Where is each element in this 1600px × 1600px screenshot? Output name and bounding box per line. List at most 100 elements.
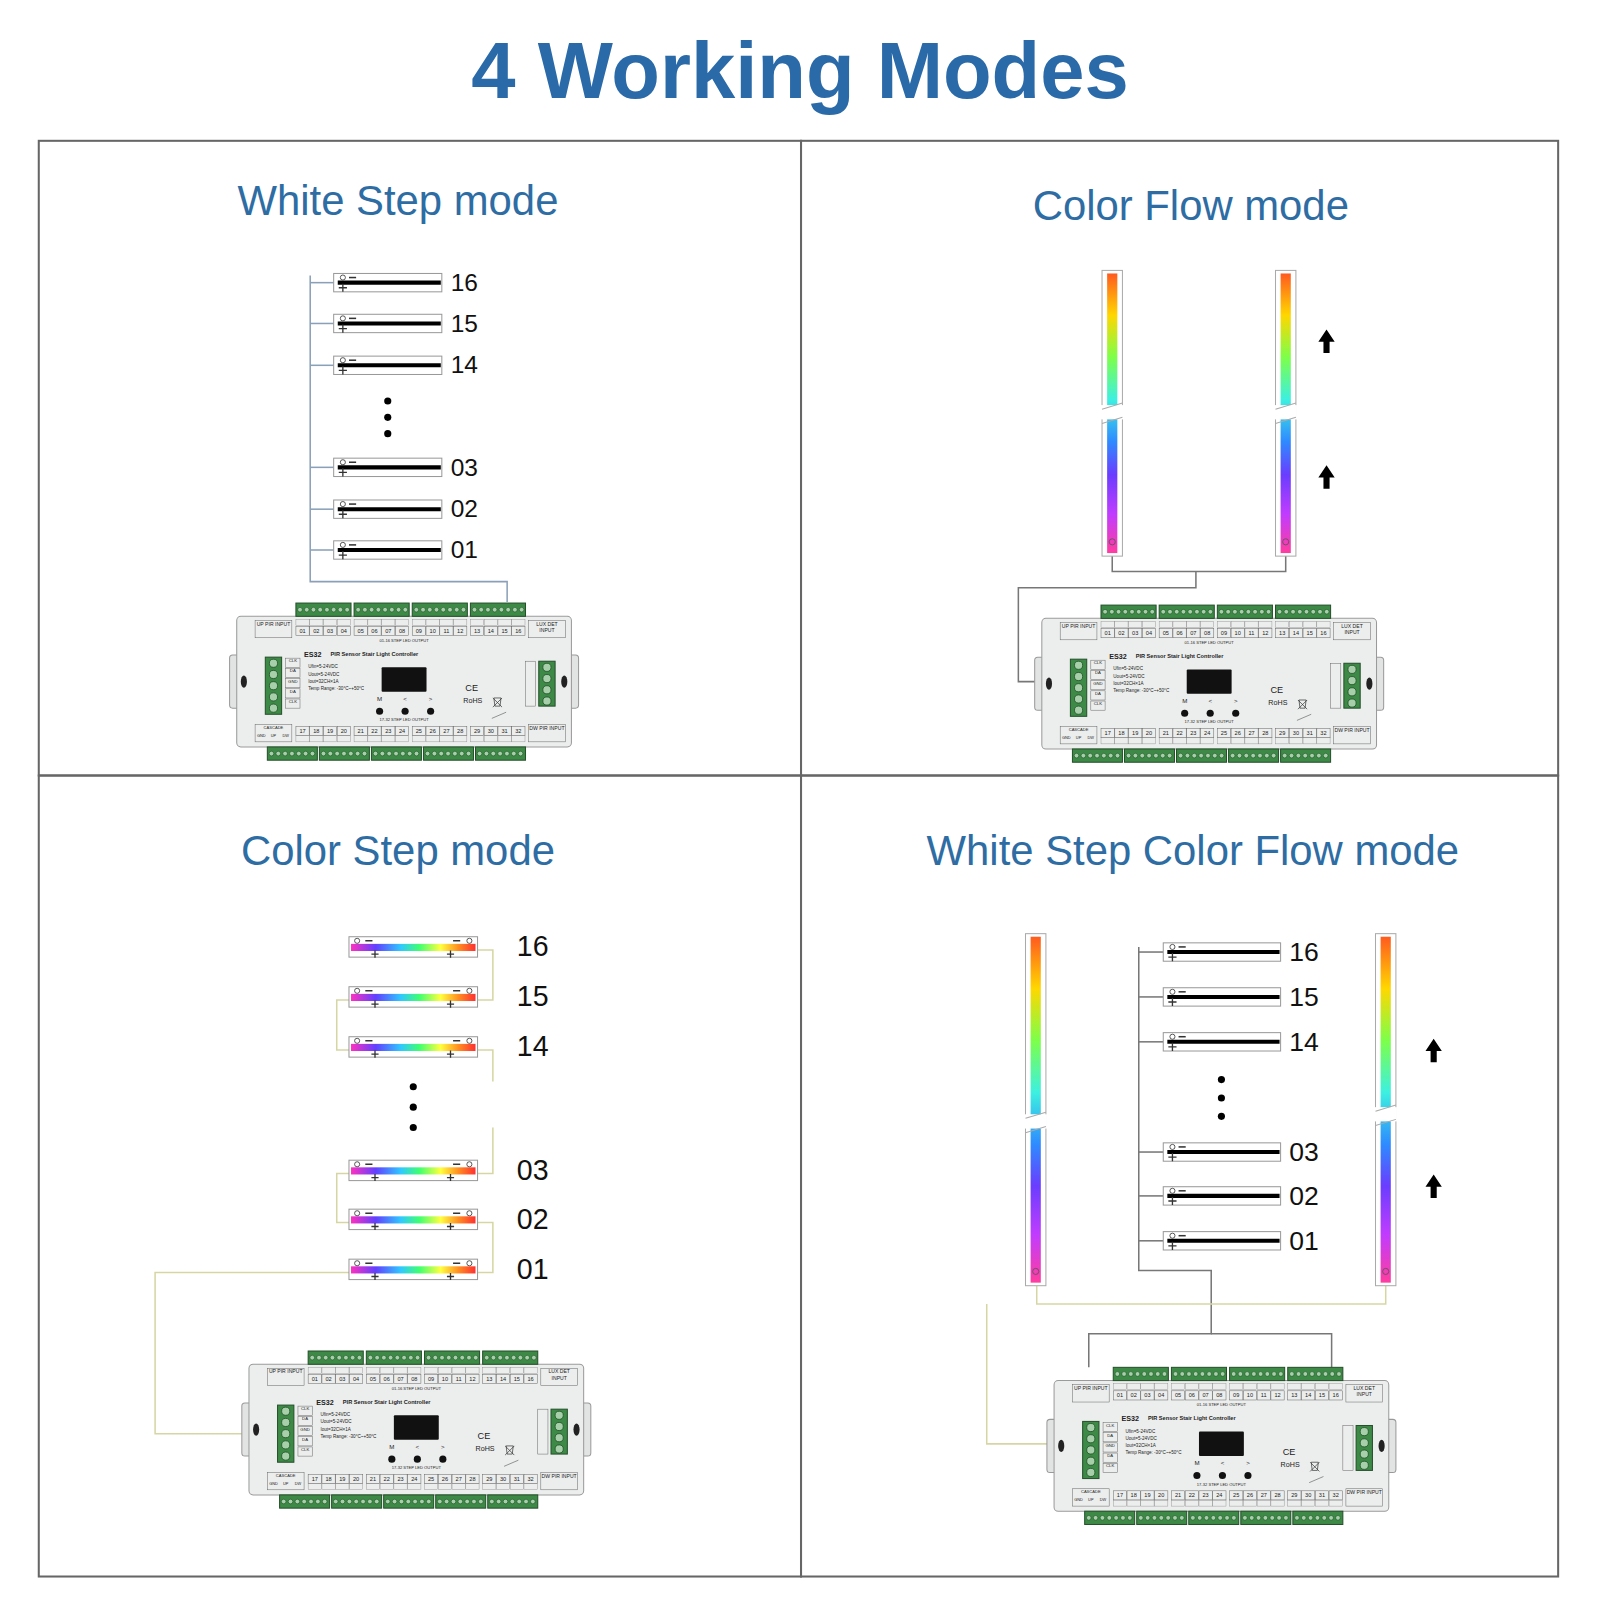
channel-number: 31 bbox=[1303, 730, 1316, 736]
channel-number: 31 bbox=[498, 728, 511, 734]
pin-label: DA bbox=[286, 669, 300, 674]
channel-number: 28 bbox=[466, 1475, 479, 1481]
channel-number: 32 bbox=[512, 728, 525, 734]
page-title: 4 Working Modes bbox=[471, 25, 1128, 118]
channel-number: 16 bbox=[1317, 630, 1330, 636]
channel-number: 14 bbox=[1302, 1392, 1315, 1398]
pin-label: DW PIR INPUT bbox=[1334, 728, 1371, 734]
spec-line: Uout=5-24VDC bbox=[1113, 674, 1144, 679]
channel-number: 27 bbox=[452, 1475, 465, 1481]
mode-panel: White Step Color Flow modeES32PIR Sensor… bbox=[800, 774, 1559, 1577]
wire bbox=[987, 1304, 1052, 1444]
pin-label: LUX DET INPUT bbox=[1346, 1386, 1383, 1397]
channel-number: 14 bbox=[496, 1375, 509, 1381]
step-number: 14 bbox=[1289, 1029, 1319, 1056]
pin-label: DW bbox=[292, 1482, 304, 1486]
channel-number: 10 bbox=[438, 1375, 451, 1381]
channel-number: 11 bbox=[440, 628, 453, 634]
mode-panel: Color Flow modeES32PIR Sensor Stair Ligh… bbox=[800, 140, 1559, 777]
channel-number: 31 bbox=[510, 1475, 523, 1481]
channel-number: 26 bbox=[438, 1475, 451, 1481]
channel-number: 23 bbox=[394, 1475, 407, 1481]
channel-number: 15 bbox=[1315, 1392, 1328, 1398]
rgb-led-strip bbox=[349, 1259, 478, 1280]
channel-number: 21 bbox=[354, 728, 367, 734]
channel-number: 11 bbox=[1245, 630, 1258, 636]
step-number: 01 bbox=[517, 1255, 549, 1284]
wire bbox=[1139, 1041, 1163, 1043]
channel-number: 28 bbox=[454, 728, 467, 734]
pin-label: CLK bbox=[1103, 1464, 1117, 1469]
channel-number: 26 bbox=[1231, 730, 1244, 736]
channel-number: 23 bbox=[1187, 730, 1200, 736]
rgb-led-strip bbox=[349, 937, 478, 958]
channel-number: 09 bbox=[424, 1375, 437, 1381]
wire bbox=[310, 282, 333, 284]
pin-label: CLK bbox=[298, 1407, 312, 1412]
button-label: M bbox=[374, 696, 384, 703]
output-label: 17-32 STEP LED OUTPUT bbox=[249, 1466, 584, 1470]
channel-number: 26 bbox=[1243, 1492, 1256, 1498]
channel-number: 16 bbox=[1329, 1392, 1342, 1398]
ellipsis-dot bbox=[1218, 1113, 1225, 1120]
wire bbox=[1139, 1195, 1163, 1197]
channel-number: 07 bbox=[1187, 630, 1200, 636]
rgb-led-strip bbox=[349, 1037, 478, 1058]
channel-number: 05 bbox=[354, 628, 367, 634]
model-name: ES32 bbox=[1109, 653, 1126, 660]
pin-label: CASCADE bbox=[267, 1473, 304, 1477]
pin-label: UP PIR INPUT bbox=[1072, 1386, 1109, 1392]
wire bbox=[310, 323, 333, 325]
white-led-strip bbox=[1163, 943, 1280, 961]
channel-number: 06 bbox=[368, 628, 381, 634]
product-name: PIR Sensor Stair Light Controller bbox=[331, 652, 419, 658]
pin-label: CLK bbox=[1103, 1423, 1117, 1428]
mode-heading: Color Step mode bbox=[241, 827, 555, 875]
wire bbox=[478, 1050, 493, 1082]
pin-label: DW PIR INPUT bbox=[529, 726, 566, 732]
channel-number: 21 bbox=[1159, 730, 1172, 736]
wire bbox=[310, 549, 333, 551]
button-label: > bbox=[1231, 698, 1241, 705]
channel-number: 13 bbox=[470, 628, 483, 634]
wire bbox=[337, 1173, 349, 1222]
channel-number: 14 bbox=[1289, 630, 1302, 636]
spec-line: Iout=32CH×1A bbox=[1126, 1444, 1156, 1449]
controller-illustration bbox=[1054, 1381, 1389, 1512]
button-label: M bbox=[1192, 1460, 1202, 1467]
channel-number: 11 bbox=[1257, 1392, 1270, 1398]
spec-line: Iout=32CH×1A bbox=[320, 1428, 350, 1433]
pin-label: DA bbox=[298, 1417, 312, 1422]
channel-number: 17 bbox=[296, 728, 309, 734]
wire bbox=[310, 467, 333, 469]
cert-mark: CE bbox=[478, 1432, 491, 1442]
channel-number: 03 bbox=[336, 1375, 349, 1381]
channel-number: 04 bbox=[1155, 1392, 1168, 1398]
white-led-strip bbox=[1163, 1187, 1280, 1205]
button-label: < bbox=[1205, 698, 1215, 705]
pin-label: CLK bbox=[1091, 661, 1105, 666]
button-label: M bbox=[387, 1444, 397, 1451]
channel-number: 05 bbox=[366, 1375, 379, 1381]
pin-label: CLK bbox=[286, 659, 300, 664]
channel-number: 22 bbox=[1173, 730, 1186, 736]
white-led-strip bbox=[334, 314, 442, 332]
controller-illustration bbox=[1042, 618, 1377, 749]
channel-number: 18 bbox=[1115, 730, 1128, 736]
channel-number: 17 bbox=[1101, 730, 1114, 736]
channel-number: 21 bbox=[366, 1475, 379, 1481]
flow-arrow bbox=[1425, 1174, 1441, 1197]
pin-label: GND bbox=[1060, 736, 1072, 740]
flow-arrow bbox=[1425, 1039, 1441, 1062]
pin-label: CLK bbox=[286, 700, 300, 705]
wire bbox=[1139, 996, 1163, 998]
spec-line: Uout=5-24VDC bbox=[1126, 1437, 1157, 1442]
cert-mark: RoHS bbox=[1268, 699, 1287, 707]
pin-label: LUX DET INPUT bbox=[1334, 623, 1371, 634]
ellipsis-dot bbox=[384, 430, 391, 437]
channel-number: 19 bbox=[323, 728, 336, 734]
channel-number: 25 bbox=[1230, 1492, 1243, 1498]
white-led-strip bbox=[334, 541, 442, 559]
ellipsis-dot bbox=[1218, 1094, 1225, 1101]
product-name: PIR Sensor Stair Light Controller bbox=[1136, 654, 1224, 660]
